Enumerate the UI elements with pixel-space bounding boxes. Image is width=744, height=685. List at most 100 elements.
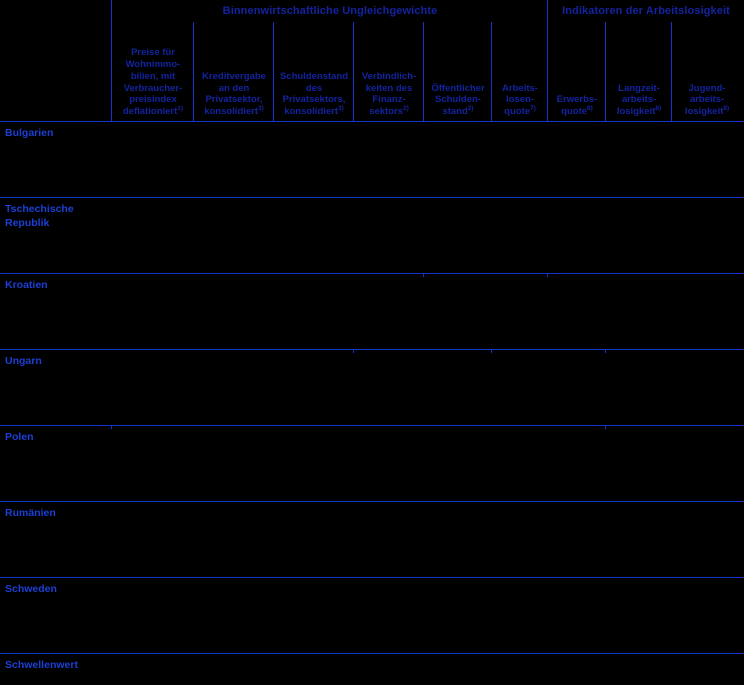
column-header-long-term-unemployment: Langzeit- arbeits- losigkeit8) xyxy=(606,83,672,118)
colhead-line: arbeits- xyxy=(621,94,657,106)
colhead-line: quote xyxy=(504,106,531,118)
column-divider-stub xyxy=(353,350,354,353)
table-row[interactable]: Schwellenwert xyxy=(0,654,744,685)
colhead-line: Preise für xyxy=(131,47,175,59)
cell-activity-rate xyxy=(548,350,606,425)
cell-financial-sector-liabilities xyxy=(354,654,424,685)
colhead-line: losigkeit xyxy=(616,106,656,118)
cell-private-sector-debt xyxy=(274,350,354,425)
cell-activity-rate xyxy=(548,122,606,197)
column-header-row: Preise für Wohnimmo- bilien, mit Verbrau… xyxy=(0,22,744,122)
table-row[interactable]: Kroatien xyxy=(0,274,744,349)
column-header-house-prices: Preise für Wohnimmo- bilien, mit Verbrau… xyxy=(112,47,194,118)
column-divider-5 xyxy=(491,22,492,122)
table-row[interactable]: Ungarn xyxy=(0,350,744,425)
cell-private-sector-credit xyxy=(194,426,274,501)
footnote-marker: 8) xyxy=(655,105,662,113)
cell-youth-unemployment xyxy=(672,122,742,197)
cell-house-prices xyxy=(112,578,194,653)
cell-private-sector-debt xyxy=(274,654,354,685)
column-divider-3 xyxy=(353,22,354,122)
column-group-row: Binnenwirtschaftliche Ungleichgewichte I… xyxy=(0,0,744,22)
cell-private-sector-credit xyxy=(194,350,274,425)
cell-financial-sector-liabilities xyxy=(354,122,424,197)
row-header-schwellenwert: Schwellenwert xyxy=(5,659,78,671)
cell-youth-unemployment xyxy=(672,274,742,349)
colhead-line: bilien, mit xyxy=(130,70,176,82)
colhead-line: des xyxy=(305,82,323,94)
cell-private-sector-credit xyxy=(194,198,274,273)
row-header-schweden: Schweden xyxy=(5,583,57,595)
cell-private-sector-debt xyxy=(274,274,354,349)
table-row[interactable]: Bulgarien xyxy=(0,122,744,197)
cell-house-prices xyxy=(112,350,194,425)
colhead-line: Verbraucher- xyxy=(123,82,183,94)
cell-unemployment-rate xyxy=(492,578,548,653)
cell-financial-sector-liabilities xyxy=(354,198,424,273)
cell-private-sector-debt xyxy=(274,502,354,577)
row-cells xyxy=(112,578,744,653)
footnote-marker: 3) xyxy=(258,105,264,113)
footnote-marker: 8) xyxy=(723,105,730,113)
cell-government-debt xyxy=(424,198,492,273)
colhead-line: Wohnimmo- xyxy=(125,59,181,71)
cell-youth-unemployment xyxy=(672,578,742,653)
row-header-kroatien: Kroatien xyxy=(5,279,48,291)
row-header-polen: Polen xyxy=(5,431,34,443)
table-row[interactable]: Polen xyxy=(0,426,744,501)
cell-financial-sector-liabilities xyxy=(354,502,424,577)
colhead-line: sektors xyxy=(369,106,404,118)
cell-activity-rate xyxy=(548,502,606,577)
row-cells xyxy=(112,198,744,273)
colhead-line: konsolidiert xyxy=(204,106,259,118)
table-row[interactable]: Rumänien xyxy=(0,502,744,577)
row-rule xyxy=(0,273,744,274)
row-rule xyxy=(0,577,744,578)
colhead-line: deflationiert xyxy=(122,106,178,118)
cell-youth-unemployment xyxy=(672,350,742,425)
row-cells xyxy=(112,122,744,197)
footnote-marker: 2) xyxy=(403,105,409,113)
colhead-line: Schuldenstand xyxy=(279,70,349,82)
cell-unemployment-rate xyxy=(492,122,548,197)
cell-private-sector-debt xyxy=(274,578,354,653)
table-row[interactable]: Tschechische Republik xyxy=(0,198,744,273)
colhead-line: Öffentlicher xyxy=(431,82,485,94)
cell-house-prices xyxy=(112,654,194,685)
colhead-line: an den xyxy=(218,82,250,94)
column-divider-stub xyxy=(423,274,424,277)
cell-house-prices xyxy=(112,198,194,273)
column-header-unemployment-rate: Arbeits- losen- quote7) xyxy=(492,83,548,118)
cell-activity-rate xyxy=(548,426,606,501)
cell-long-term-unemployment xyxy=(606,350,672,425)
row-cells xyxy=(112,426,744,501)
cell-unemployment-rate xyxy=(492,654,548,685)
row-header-bulgarien: Bulgarien xyxy=(5,127,54,139)
colhead-line: Verbindlich- xyxy=(361,70,417,82)
table-row[interactable]: Schweden xyxy=(0,578,744,653)
cell-long-term-unemployment xyxy=(606,654,672,685)
footnote-marker: 3) xyxy=(338,105,344,113)
cell-financial-sector-liabilities xyxy=(354,274,424,349)
table-header: Binnenwirtschaftliche Ungleichgewichte I… xyxy=(0,0,744,122)
colhead-line: keiten des xyxy=(365,82,413,94)
row-cells xyxy=(112,350,744,425)
footnote-marker: 8) xyxy=(587,105,593,113)
cell-private-sector-credit xyxy=(194,274,274,349)
table-body: Bulgarien Tschechische Republik xyxy=(0,122,744,685)
column-group-unemployment-indicators: Indikatoren der Arbeitslosigkeit xyxy=(562,5,730,17)
cell-house-prices xyxy=(112,502,194,577)
row-header-ungarn: Ungarn xyxy=(5,355,42,367)
cell-financial-sector-liabilities xyxy=(354,578,424,653)
cell-activity-rate xyxy=(548,198,606,273)
colhead-line: Langzeit- xyxy=(618,82,660,94)
cell-private-sector-credit xyxy=(194,502,274,577)
column-divider-4 xyxy=(423,22,424,122)
row-rule xyxy=(0,425,744,426)
cell-government-debt xyxy=(424,426,492,501)
column-divider-7 xyxy=(605,22,606,122)
footnote-marker: 7) xyxy=(530,105,536,113)
cell-long-term-unemployment xyxy=(606,274,672,349)
colhead-line: Arbeits- xyxy=(502,82,538,94)
